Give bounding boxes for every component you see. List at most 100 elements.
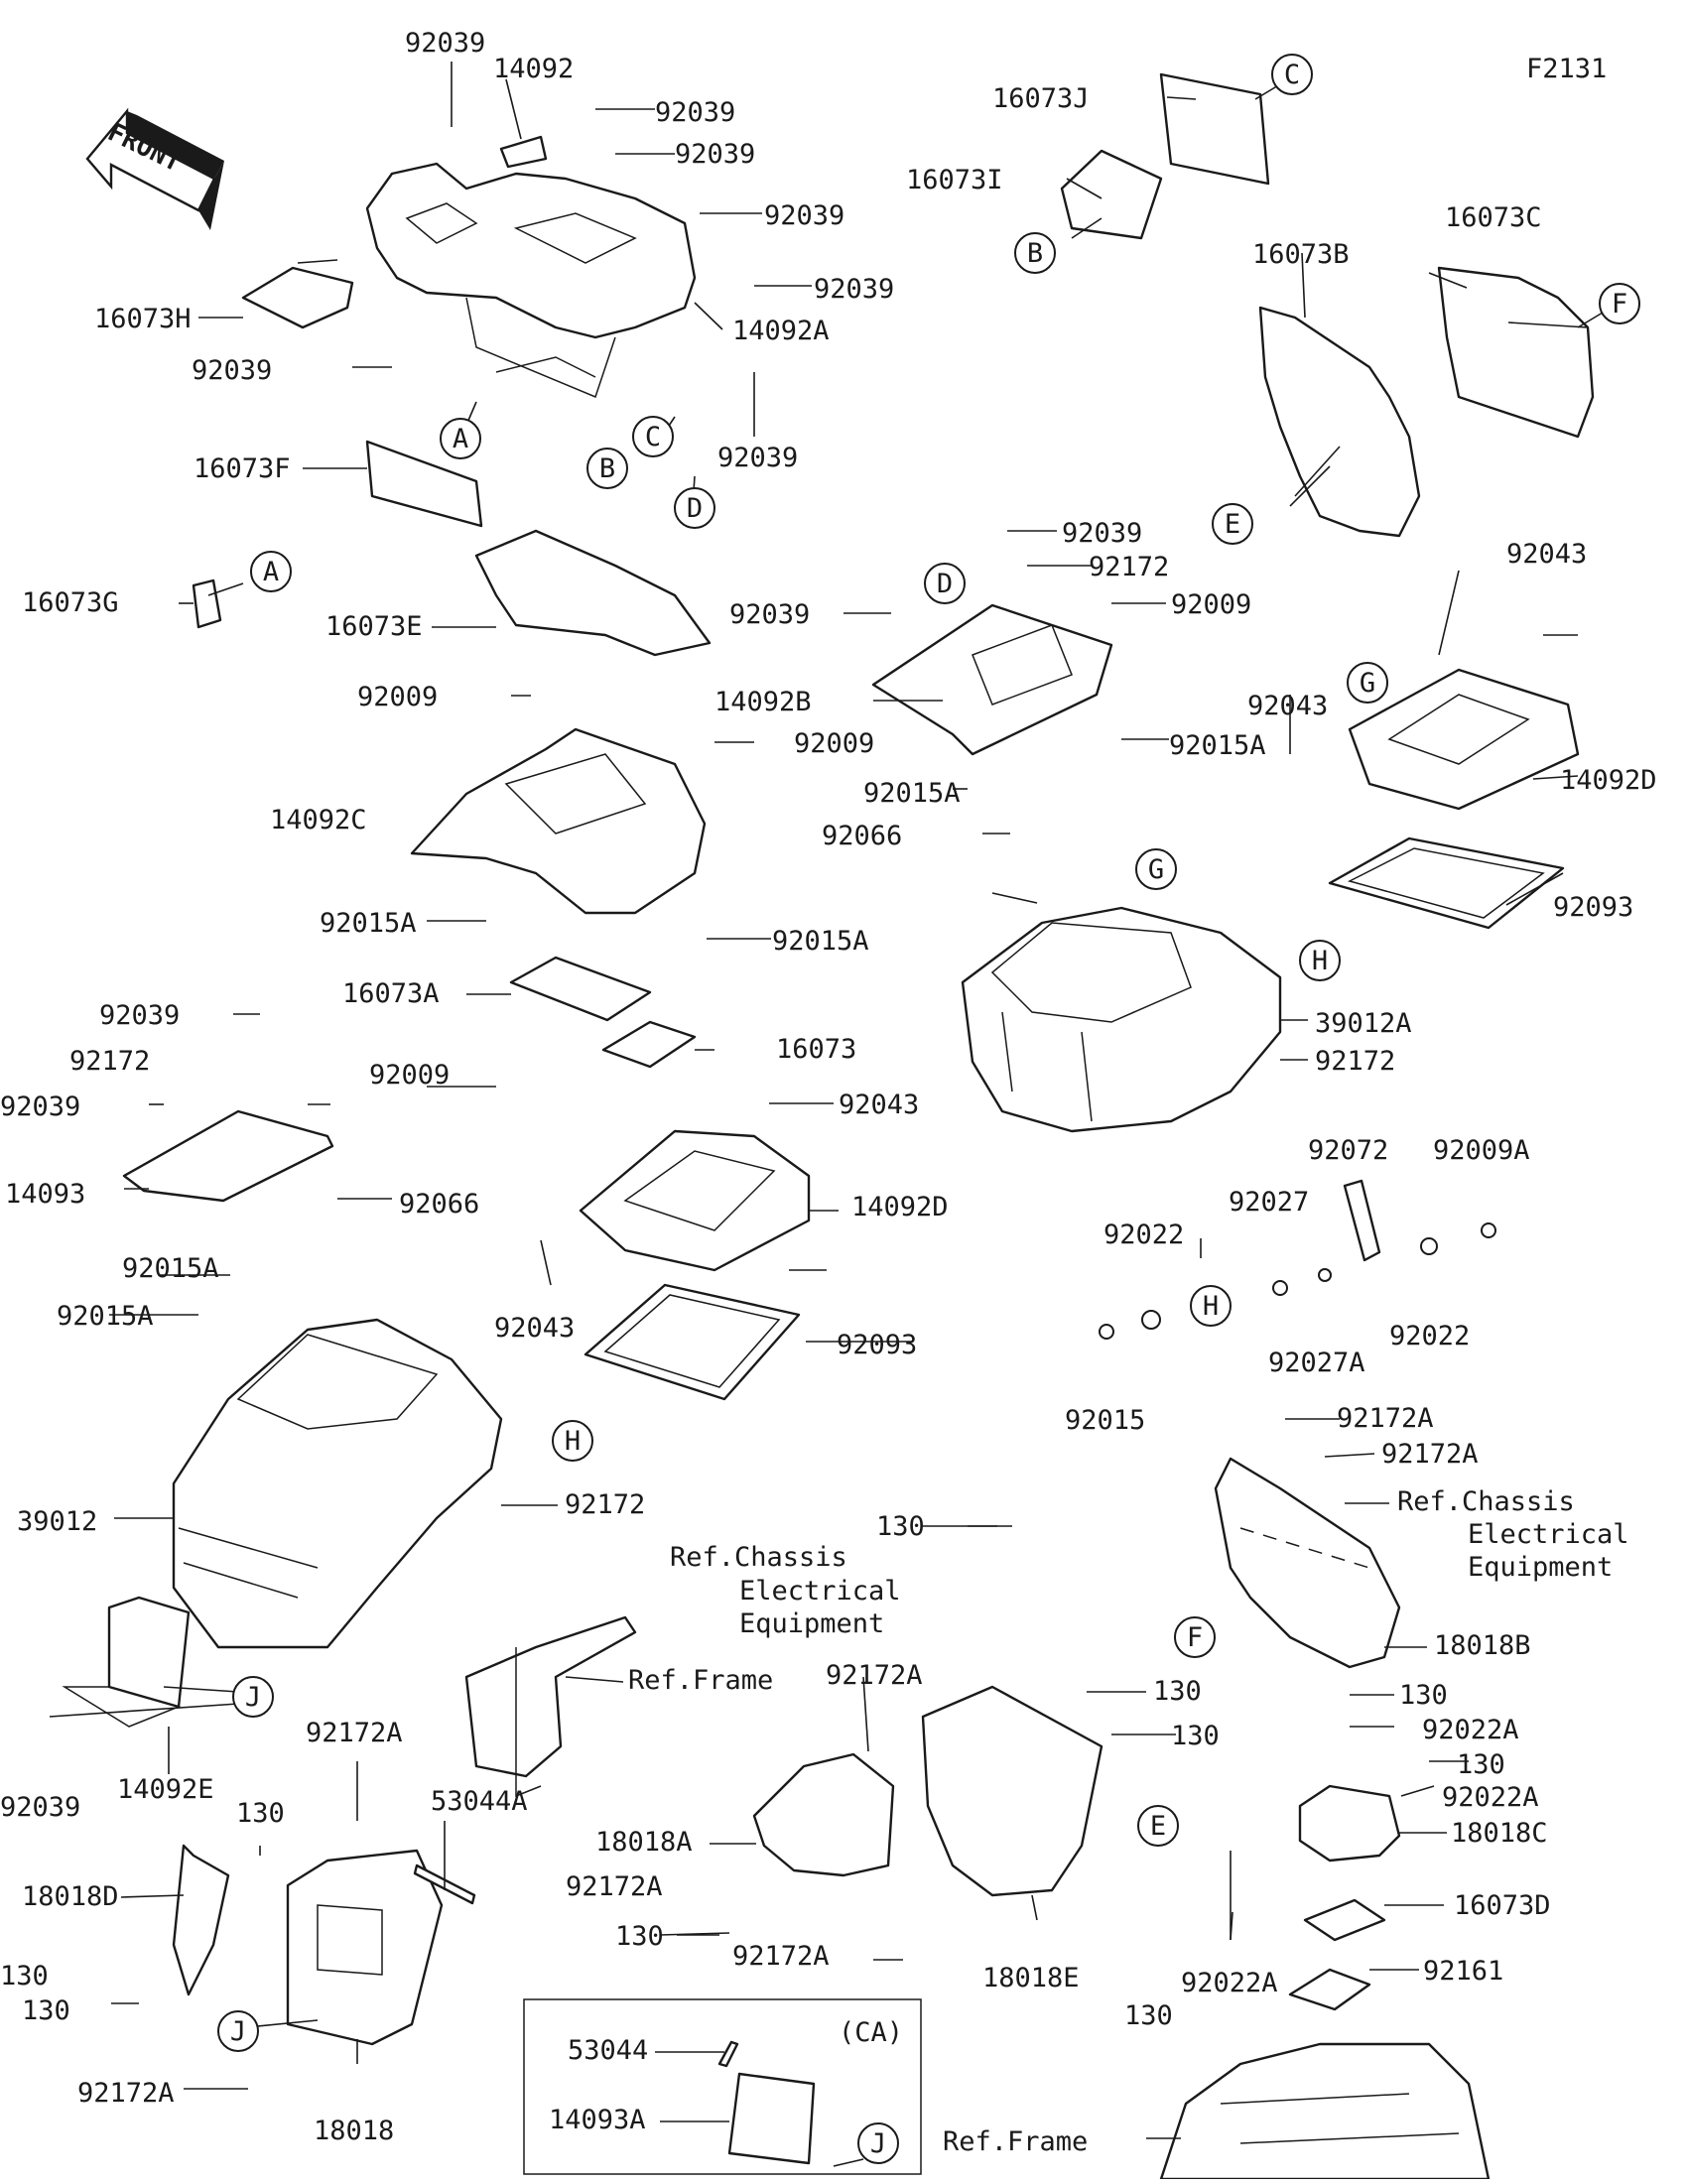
arm-92072 [1343, 1179, 1381, 1262]
callout-92009: 92009 [794, 728, 874, 759]
reference-letter-text: D [687, 493, 703, 524]
plate-14093a [727, 2072, 816, 2165]
panel-16073f [365, 440, 483, 528]
pad-92161 [1288, 1968, 1371, 2011]
reference-letter-text: B [599, 453, 615, 484]
pad-16073a [509, 956, 652, 1022]
bolt-92009a [1481, 1222, 1496, 1238]
reference-letter-e: E [1137, 1805, 1179, 1847]
guard-18018b [1214, 1457, 1401, 1669]
tray-14092b [871, 603, 1113, 756]
callout-130: 130 [22, 1995, 70, 2026]
reference-circle [586, 448, 628, 489]
reference-letter-text: A [263, 557, 279, 587]
guard-18018a [752, 1752, 895, 1877]
callout-92039: 92039 [192, 355, 272, 386]
gasket-92093-upper [1328, 836, 1565, 930]
reference-circle [440, 418, 481, 459]
figure-code: F2131 [1526, 54, 1607, 84]
callout-130: 130 [1153, 1676, 1202, 1707]
reference-letter-c: C [632, 416, 674, 457]
callout-14092b: 14092B [714, 687, 812, 717]
guard-18018 [286, 1849, 444, 2046]
panel-16073h [241, 266, 354, 329]
washer-92022-left [1141, 1310, 1161, 1330]
reference-letter-f: F [1599, 283, 1640, 324]
callout-92022a: 92022A [1442, 1782, 1539, 1813]
callout-14092e: 14092E [117, 1774, 214, 1805]
reference-letter-text: E [1150, 1811, 1166, 1842]
reference-letter-text: J [245, 1682, 261, 1713]
callout-92015a: 92015A [57, 1301, 154, 1332]
callout-92039: 92039 [99, 1000, 180, 1031]
reference-letter-text: C [1284, 60, 1300, 90]
callout-130: 130 [236, 1798, 285, 1829]
callout-18018c: 18018C [1451, 1818, 1548, 1849]
ca-box [523, 1998, 922, 2175]
callout-18018a: 18018A [595, 1827, 693, 1858]
nut-92015 [1099, 1324, 1114, 1340]
guard-18018e [921, 1685, 1103, 1897]
callout-92172a: 92172A [1381, 1439, 1479, 1470]
callout-16073e: 16073E [325, 611, 423, 642]
callout-equipment: Equipment [1468, 1552, 1613, 1583]
guard-18018d [172, 1844, 230, 1996]
reference-circle [250, 551, 292, 592]
callout-39012a: 39012A [1315, 1008, 1412, 1039]
callout-130: 130 [0, 1961, 49, 1991]
callout-92161: 92161 [1423, 1956, 1503, 1987]
reference-letter-e: E [1212, 503, 1253, 545]
reference-circle [1299, 940, 1341, 981]
callout-equipment: Equipment [739, 1608, 884, 1639]
storage-box-39012a [961, 906, 1282, 1133]
console-cover-part [365, 135, 697, 399]
callout-16073f: 16073F [194, 453, 291, 484]
callout-14092c: 14092C [270, 805, 367, 835]
reference-circle [1135, 848, 1177, 890]
callout-92027a: 92027A [1268, 1348, 1365, 1378]
callout-92172a: 92172A [1337, 1403, 1434, 1434]
callout-92015: 92015 [1065, 1405, 1145, 1436]
reference-circle [232, 1676, 274, 1718]
callout-16073i: 16073I [906, 165, 1003, 195]
reference-letter-h: H [1190, 1285, 1232, 1327]
reference-letter-d: D [674, 487, 715, 529]
panel-16073e [474, 529, 712, 657]
panel-16073c [1437, 266, 1595, 439]
reference-letter-a: A [440, 418, 481, 459]
callout-92027: 92027 [1229, 1187, 1309, 1218]
callout-92039: 92039 [655, 97, 735, 128]
front-arrow-icon: FRONT [85, 107, 224, 230]
washer-92022-right [1420, 1237, 1438, 1255]
callout-130: 130 [1399, 1680, 1448, 1711]
callout-92093: 92093 [837, 1330, 917, 1360]
reference-letter-b: B [586, 448, 628, 489]
callout-92009: 92009 [357, 682, 438, 712]
reference-letter-c: C [1271, 54, 1313, 95]
reference-circle [552, 1420, 593, 1462]
reference-circle [1190, 1285, 1232, 1327]
callout-92009: 92009 [369, 1060, 450, 1091]
callout-electrical: Electrical [739, 1576, 901, 1606]
reference-circle [1137, 1805, 1179, 1847]
callout-ref-chassis: Ref.Chassis [1397, 1486, 1575, 1517]
callout-92172a: 92172A [77, 2078, 175, 2109]
reference-letter-f: F [1174, 1616, 1216, 1658]
reference-circle [217, 2010, 259, 2052]
panel-16073g [192, 578, 222, 629]
callout-92039: 92039 [405, 28, 485, 59]
callout-92066: 92066 [399, 1189, 479, 1220]
callout-53044a: 53044A [431, 1786, 528, 1817]
reference-letter-text: G [1360, 668, 1375, 699]
callout-ref-frame: Ref.Frame [628, 1665, 773, 1696]
reference-letter-text: B [1027, 238, 1043, 269]
callout-16073j: 16073J [992, 83, 1090, 114]
frame-bracket [464, 1615, 637, 1798]
gasket-92093-lower [584, 1283, 801, 1401]
callout-layer: 92039140929203992039920399203914092A1607… [0, 28, 1657, 2157]
callout-130: 130 [615, 1921, 664, 1952]
callout-92015a: 92015A [122, 1253, 219, 1284]
